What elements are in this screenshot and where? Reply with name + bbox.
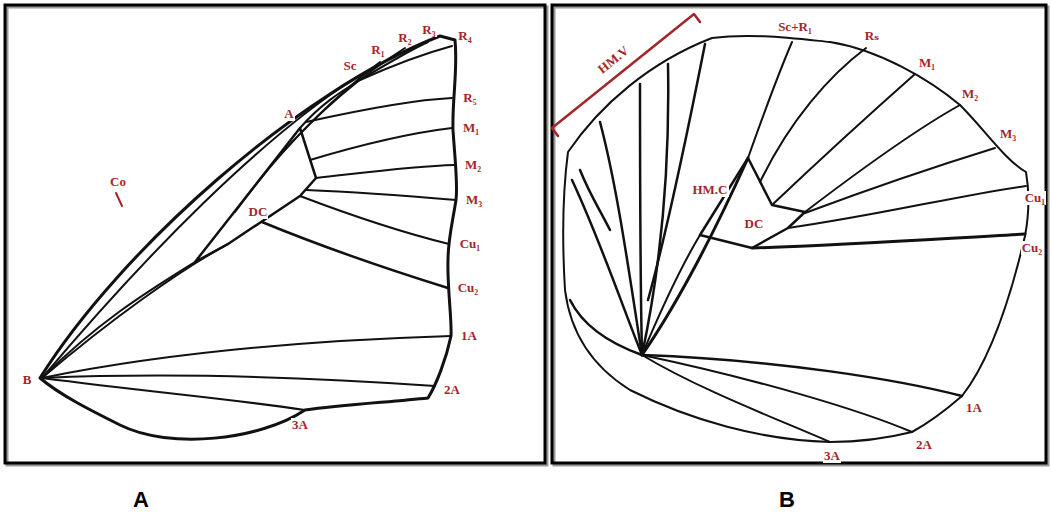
- vein-label: Sc+R₁: [777, 20, 813, 34]
- hindwing: [552, 14, 1028, 442]
- panel-frame: [5, 5, 545, 463]
- vein-label: Cu₂: [457, 281, 480, 295]
- wing-outline: [563, 36, 1028, 442]
- vein-label: M₃: [465, 193, 483, 207]
- vein-label: M₁: [462, 121, 480, 135]
- vein-label: R₄: [457, 29, 472, 43]
- leader-tick: [116, 193, 122, 206]
- cell-label: DC: [248, 205, 269, 219]
- forewing: [40, 36, 457, 439]
- vein-label: M₃: [999, 127, 1017, 141]
- vein-label: Cu₂: [1021, 241, 1044, 255]
- veins: [42, 42, 456, 410]
- vein-label: Rₛ: [864, 29, 881, 43]
- region-label: HM.V: [595, 43, 633, 77]
- vein-label: M₁: [918, 56, 936, 70]
- vein-label: R₃: [421, 23, 436, 37]
- vein-label: R₁: [370, 43, 385, 57]
- panel-caption: B: [778, 488, 796, 512]
- veins: [642, 42, 1026, 442]
- cell-label: HM.C: [691, 183, 728, 197]
- vein-label: Cu₁: [459, 237, 482, 251]
- vein-label: M₂: [464, 158, 482, 172]
- vein-label: 1A: [965, 401, 983, 415]
- vein-label: 3A: [291, 418, 309, 432]
- cell-label: DC: [744, 217, 765, 231]
- vein-label: Cu₁: [1024, 191, 1047, 205]
- vein-label: Co: [109, 175, 127, 189]
- vein-label: 3A: [823, 449, 841, 463]
- frame-shadow: [554, 7, 1048, 465]
- vein-label: 2A: [443, 383, 461, 397]
- vein-label: M₂: [961, 87, 979, 101]
- point-label: A: [283, 107, 294, 121]
- bracket: [552, 14, 700, 136]
- point-label: B: [22, 373, 33, 387]
- panel-frame: [552, 5, 1046, 463]
- frame-shadow: [7, 7, 547, 465]
- wing-outline: [40, 36, 457, 439]
- vein-label: Sc: [343, 59, 358, 73]
- vein-label: 2A: [915, 438, 933, 452]
- vein-label: R₅: [462, 91, 477, 105]
- panel-caption: A: [132, 488, 150, 512]
- vein-label: R₂: [397, 31, 412, 45]
- vein-label: 1A: [460, 329, 478, 343]
- humeral-veins: [570, 44, 705, 355]
